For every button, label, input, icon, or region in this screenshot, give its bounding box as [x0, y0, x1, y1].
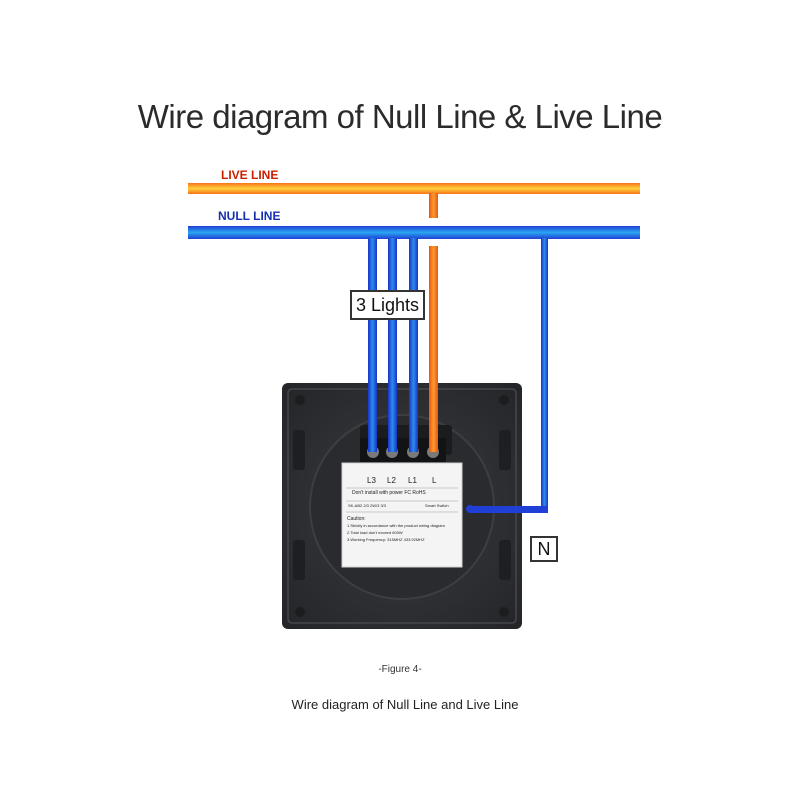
sticker-note-1: 1.Strictly in accordance with the produc…	[347, 523, 445, 528]
live-line-wire	[188, 183, 640, 194]
live-drop-upper	[429, 193, 438, 218]
sticker-caution: Caution:	[347, 516, 366, 522]
diagram-title: Wire diagram of Null Line & Live Line	[137, 98, 663, 135]
live-line-label: LIVE LINE	[221, 168, 279, 182]
sticker-model-line: SK-AB2 2/3 2W/3 3/3	[348, 503, 387, 508]
live-drop-lower	[429, 246, 438, 452]
null-line-label: NULL LINE	[218, 209, 281, 223]
terminal-label-l1: L1	[408, 476, 417, 485]
sticker-type-line: Smart Switch	[425, 503, 449, 508]
null-line-wire	[188, 226, 640, 239]
sticker-note-2: 2.Total load don't exceed 600W	[347, 530, 403, 535]
caption: Wire diagram of Null Line and Live Line	[291, 697, 519, 712]
light-wire-l1	[409, 238, 418, 452]
light-wire-l3	[368, 238, 377, 452]
terminal-label-l3: L3	[367, 476, 376, 485]
lights-label-box: 3 Lights	[350, 290, 425, 320]
terminal-label-l: L	[432, 476, 437, 485]
neutral-label-box: N	[530, 536, 558, 562]
neutral-wire-vertical	[541, 238, 548, 512]
product-sticker	[341, 462, 463, 568]
light-wire-l2	[388, 238, 397, 452]
neutral-wire-horizontal	[470, 506, 548, 513]
sticker-brand-line: Don't install with power FC RoHS	[352, 490, 426, 496]
sticker-note-3: 3.Working Frequency: 315MHZ 433.92MHZ	[347, 537, 425, 542]
terminal-label-l2: L2	[387, 476, 396, 485]
figure-label: -Figure 4-	[378, 664, 422, 675]
